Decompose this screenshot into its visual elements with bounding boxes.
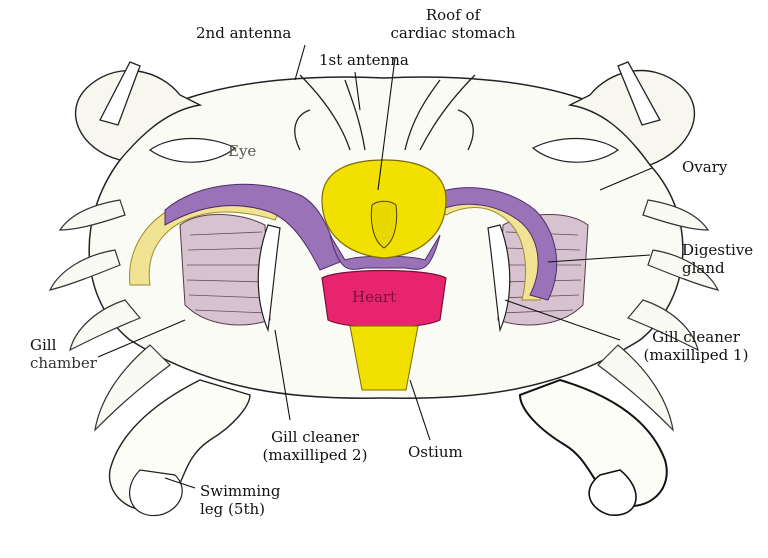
label-roof-cardiac-stomach: Roof of cardiac stomach [383, 6, 523, 42]
label-roof-line1: Roof of [425, 6, 481, 24]
label-gill-cleaner-2-line2: (maxilliped 2) [262, 446, 368, 464]
label-gill-chamber-line1: Gill [30, 336, 57, 354]
hindgut [349, 325, 419, 391]
right-gill-cleaner [487, 224, 511, 333]
right-swimming-paddle [588, 469, 637, 516]
label-swimming-leg: Swimming leg (5th) [200, 482, 280, 518]
label-digestive-gland: Digestive gland [682, 241, 753, 277]
label-heart: Heart [352, 288, 397, 306]
stomach-ossicles [370, 200, 398, 249]
right-digestive-gland [419, 187, 558, 301]
right-eye-socket [531, 137, 620, 163]
label-gill-chamber: Gill chamber [30, 336, 97, 372]
label-swimming-line1: Swimming [200, 482, 281, 500]
right-legs [597, 199, 720, 432]
label-gill-cleaner-1: Gill cleaner (maxilliped 1) [630, 328, 762, 364]
label-eye: Eye [228, 142, 257, 160]
label-swimming-line2: leg (5th) [200, 500, 265, 518]
left-gills [179, 214, 271, 326]
label-digestive-line2: gland [682, 259, 725, 277]
left-legs [48, 199, 171, 432]
left-claw-tip [99, 61, 141, 126]
right-claw-tip [617, 61, 661, 126]
left-claw [74, 69, 203, 161]
label-digestive-line1: Digestive [682, 241, 754, 259]
label-second-antenna: 2nd antenna [196, 24, 292, 42]
left-swimming-paddle [129, 469, 183, 517]
antennae [294, 74, 476, 151]
label-gill-cleaner-1-line2: (maxilliped 1) [643, 346, 749, 364]
leader-lines [97, 44, 653, 489]
label-ovary: Ovary [682, 158, 728, 176]
label-roof-line2: cardiac stomach [390, 24, 516, 42]
label-first-antenna: 1st antenna [319, 51, 409, 69]
left-gill-cleaner [257, 224, 281, 333]
label-gill-cleaner-2-line1: Gill cleaner [271, 428, 359, 446]
label-gill-cleaner-2: Gill cleaner (maxilliped 2) [250, 428, 380, 464]
left-eye-socket [148, 137, 237, 163]
label-ostium: Ostium [408, 443, 463, 461]
label-gill-chamber-line2: chamber [30, 354, 97, 372]
label-gill-cleaner-1-line1: Gill cleaner [652, 328, 740, 346]
